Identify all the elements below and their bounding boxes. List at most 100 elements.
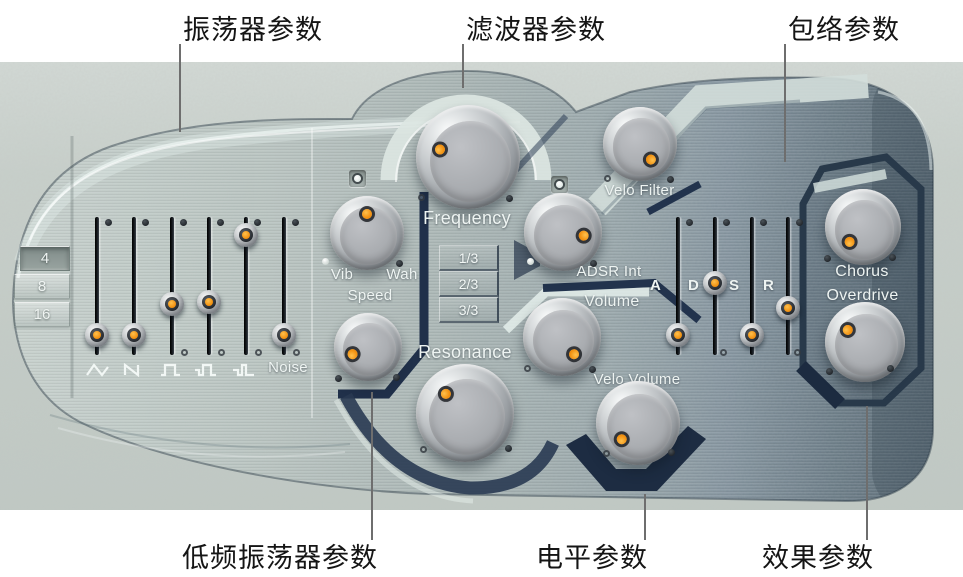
annotation-line-envelope <box>784 44 786 162</box>
slider-track <box>750 217 754 355</box>
osc-mix-slider-pulse-narrow[interactable] <box>234 217 258 355</box>
slider-top-dot <box>760 219 767 226</box>
velo-volume-label: Velo Volume <box>593 371 681 388</box>
annotation-filter: 滤波器参数 <box>466 15 606 45</box>
slider-bottom-dot <box>218 349 225 356</box>
octave-button-16-label: 16 <box>33 306 51 323</box>
annotation-line-effects <box>866 406 868 540</box>
slider-top-dot <box>180 219 187 226</box>
overdrive-label: Overdrive <box>826 287 899 304</box>
sustain-slider[interactable] <box>740 217 764 355</box>
slider-top-dot <box>292 219 299 226</box>
screw-dot <box>668 449 675 456</box>
slider-bottom-dot <box>181 349 188 356</box>
slider-bottom-dot <box>255 349 262 356</box>
osc-mix-slider-square[interactable] <box>160 217 184 355</box>
osc-mix-slider-noise[interactable] <box>272 217 296 355</box>
volume-knob[interactable] <box>523 298 601 376</box>
slider-handle[interactable] <box>703 270 727 295</box>
resonance-label: Resonance <box>418 342 512 362</box>
screw-dot <box>589 366 596 373</box>
noise-wave-label: Noise <box>268 359 308 376</box>
slider-bottom-dot <box>293 349 300 356</box>
annotation-line-lfo <box>371 392 373 540</box>
release-slider[interactable] <box>776 217 800 355</box>
slider-handle[interactable] <box>122 323 146 348</box>
slider-handle[interactable] <box>666 323 690 348</box>
sustain-label: S <box>729 277 740 294</box>
lfo-led-indicator <box>349 170 366 187</box>
slider-handle[interactable] <box>776 295 800 320</box>
slider-track <box>132 217 136 355</box>
frequency-label: Frequency <box>423 208 511 228</box>
octave-button-8[interactable]: 8 <box>14 274 70 299</box>
octave-button-4[interactable]: 4 <box>20 246 70 271</box>
octave-button-4-label: 4 <box>40 250 50 267</box>
key-follow-3-3-label: 3/3 <box>458 301 479 318</box>
vib-wah-knob[interactable] <box>330 196 404 270</box>
osc-mix-slider-sawtooth[interactable] <box>122 217 146 355</box>
screw-ring <box>418 194 425 201</box>
osc-mix-slider-triangle[interactable] <box>85 217 109 355</box>
key-follow-button-2-3[interactable]: 2/3 <box>439 271 499 297</box>
speed-knob[interactable] <box>334 313 402 381</box>
screw-dot <box>396 260 403 267</box>
slider-track <box>207 217 211 355</box>
annotation-line-level <box>644 494 646 540</box>
annotation-oscillator: 振荡器参数 <box>183 15 323 45</box>
attack-label: A <box>650 277 661 294</box>
slider-handle[interactable] <box>160 292 184 317</box>
octave-button-16[interactable]: 16 <box>14 302 70 327</box>
velo-volume-knob[interactable] <box>596 381 680 465</box>
knob-face <box>834 200 895 260</box>
chorus-label: Chorus <box>835 263 889 280</box>
knob-face <box>429 120 511 202</box>
adsr-int-knob[interactable] <box>524 193 602 271</box>
frequency-knob[interactable] <box>416 105 520 209</box>
screw-dot <box>590 260 597 267</box>
triangle-wave-icon <box>86 363 109 377</box>
slider-top-dot <box>796 219 803 226</box>
slider-handle[interactable] <box>197 289 221 314</box>
adsr-int-label: ADSR Int <box>576 263 642 280</box>
slider-bottom-dot <box>720 349 727 356</box>
key-follow-button-1-3[interactable]: 1/3 <box>439 245 499 271</box>
slider-handle[interactable] <box>272 323 296 348</box>
annotation-line-oscillator <box>179 44 181 132</box>
screw-dot <box>335 375 342 382</box>
screw-ring <box>420 446 427 453</box>
adsr-int-led-indicator <box>551 176 568 193</box>
osc-mix-slider-pulse-wide[interactable] <box>197 217 221 355</box>
resonance-knob[interactable] <box>416 364 514 462</box>
chorus-knob[interactable] <box>825 189 901 265</box>
sawtooth-wave-icon <box>123 362 140 378</box>
slider-handle[interactable] <box>740 323 764 348</box>
octave-button-8-label: 8 <box>37 278 47 295</box>
annotation-effects: 效果参数 <box>762 543 874 573</box>
screw-dot <box>887 365 894 372</box>
slider-top-dot <box>686 219 693 226</box>
screw-ring <box>524 365 531 372</box>
square-wave-icon <box>161 363 180 377</box>
slider-track <box>676 217 680 355</box>
velo-filter-knob[interactable] <box>603 107 677 181</box>
slider-top-dot <box>105 219 112 226</box>
knob-face <box>533 309 594 371</box>
slider-track <box>244 217 248 355</box>
screw-dot <box>527 258 534 265</box>
key-follow-button-3-3[interactable]: 3/3 <box>439 297 499 323</box>
slider-track <box>282 217 286 355</box>
decay-slider[interactable] <box>703 217 727 355</box>
attack-slider[interactable] <box>666 217 690 355</box>
slider-handle[interactable] <box>85 323 109 348</box>
annotation-lfo: 低频振荡器参数 <box>182 543 378 573</box>
slider-track <box>170 217 174 355</box>
annotation-line-filter <box>462 44 464 88</box>
knob-face <box>606 393 673 460</box>
slider-handle[interactable] <box>234 222 258 247</box>
slider-top-dot <box>254 219 261 226</box>
slider-top-dot <box>142 219 149 226</box>
annotation-envelope: 包络参数 <box>788 15 900 45</box>
